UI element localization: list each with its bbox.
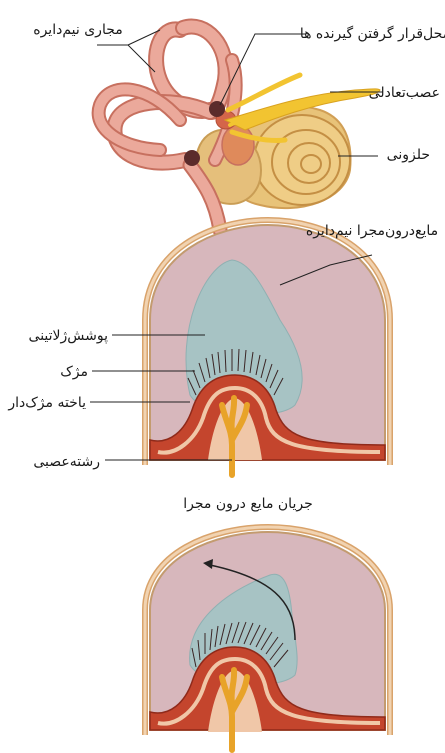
label-gelatinous-cover: پوشش‌ژلاتینی <box>29 328 109 344</box>
label-semicircular-canals: مجاری نیم‌دایره <box>33 22 123 38</box>
receptor-site-lower <box>184 150 200 166</box>
semicircular-canals <box>99 27 236 230</box>
label-cochlea: حلزونی <box>387 147 430 163</box>
ampulla-section-1: مایع‌درون‌مجرا نیم‌دایره پوشش‌ژلاتینی مژ… <box>7 220 438 475</box>
inner-ear-illustration: مجاری نیم‌دایره محل‌قرار گرفتن گیرنده ها… <box>33 22 445 230</box>
label-cilia: مژک <box>60 364 88 380</box>
label-endolymph: مایع‌درون‌مجرا نیم‌دایره <box>306 223 438 239</box>
ampulla-section-2 <box>145 527 390 750</box>
label-receptor-site: محل‌قرار گرفتن گیرنده ها <box>300 25 445 42</box>
label-vestibular-nerve: عصب‌تعادلی <box>369 85 440 101</box>
label-hair-cell: یاخته مژک‌دار <box>7 395 86 411</box>
label-nerve-fiber: رشته‌عصبی <box>33 454 100 470</box>
receptor-site-upper <box>209 101 225 117</box>
utricle <box>222 125 254 165</box>
caption-fluid-flow: جریان مایع درون مجرا <box>183 496 312 512</box>
